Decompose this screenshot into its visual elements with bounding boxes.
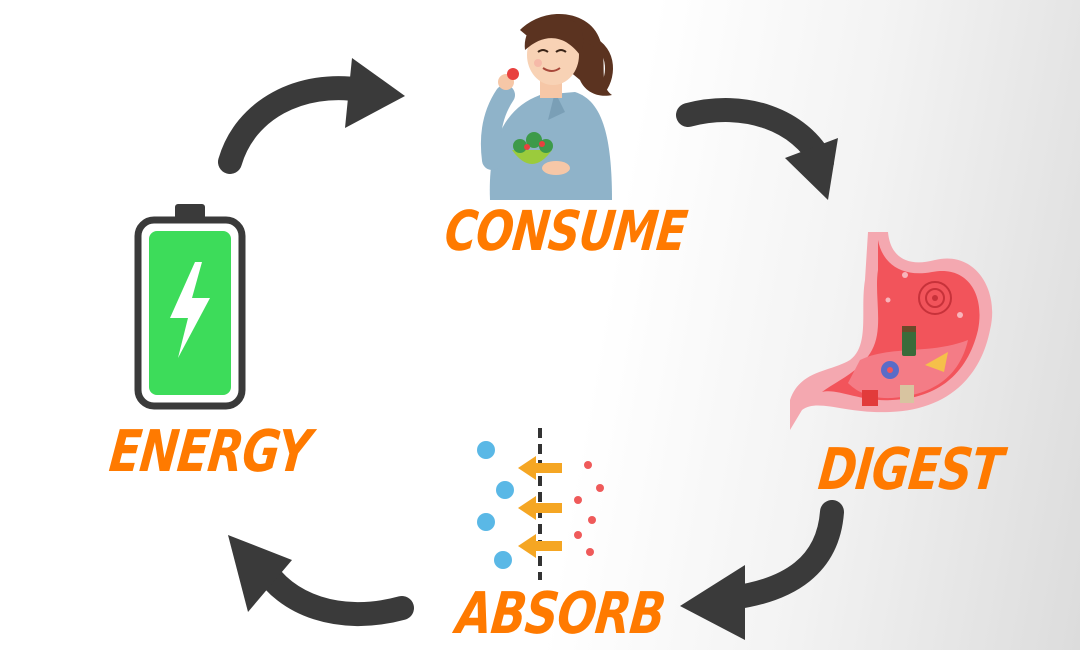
cycle-arrow-digest-to-absorb — [680, 500, 844, 640]
absorption-icon — [477, 428, 604, 580]
arrowhead-icon — [228, 535, 292, 612]
cycle-arrow-absorb-to-energy — [228, 535, 414, 627]
cycle-arrow-icon — [250, 553, 414, 627]
stage-label-consume: CONSUME — [441, 200, 690, 264]
woman-eating-icon — [480, 13, 613, 200]
stomach-icon — [790, 232, 993, 430]
stage-label-digest: DIGEST — [815, 435, 1006, 503]
arrowhead-icon — [785, 138, 838, 200]
arrowhead-icon — [680, 565, 745, 640]
lightning-icon — [170, 262, 210, 358]
cycle-arrow-icon — [218, 76, 374, 174]
arrowhead-icon — [345, 58, 405, 128]
cycle-arrow-energy-to-consume — [218, 58, 405, 174]
cycle-arrow-icon — [720, 500, 844, 610]
stage-label-absorb: ABSORB — [453, 579, 668, 647]
cycle-arrow-consume-to-digest — [676, 98, 838, 200]
stage-label-energy: ENERGY — [106, 417, 314, 485]
battery-icon — [134, 204, 246, 410]
